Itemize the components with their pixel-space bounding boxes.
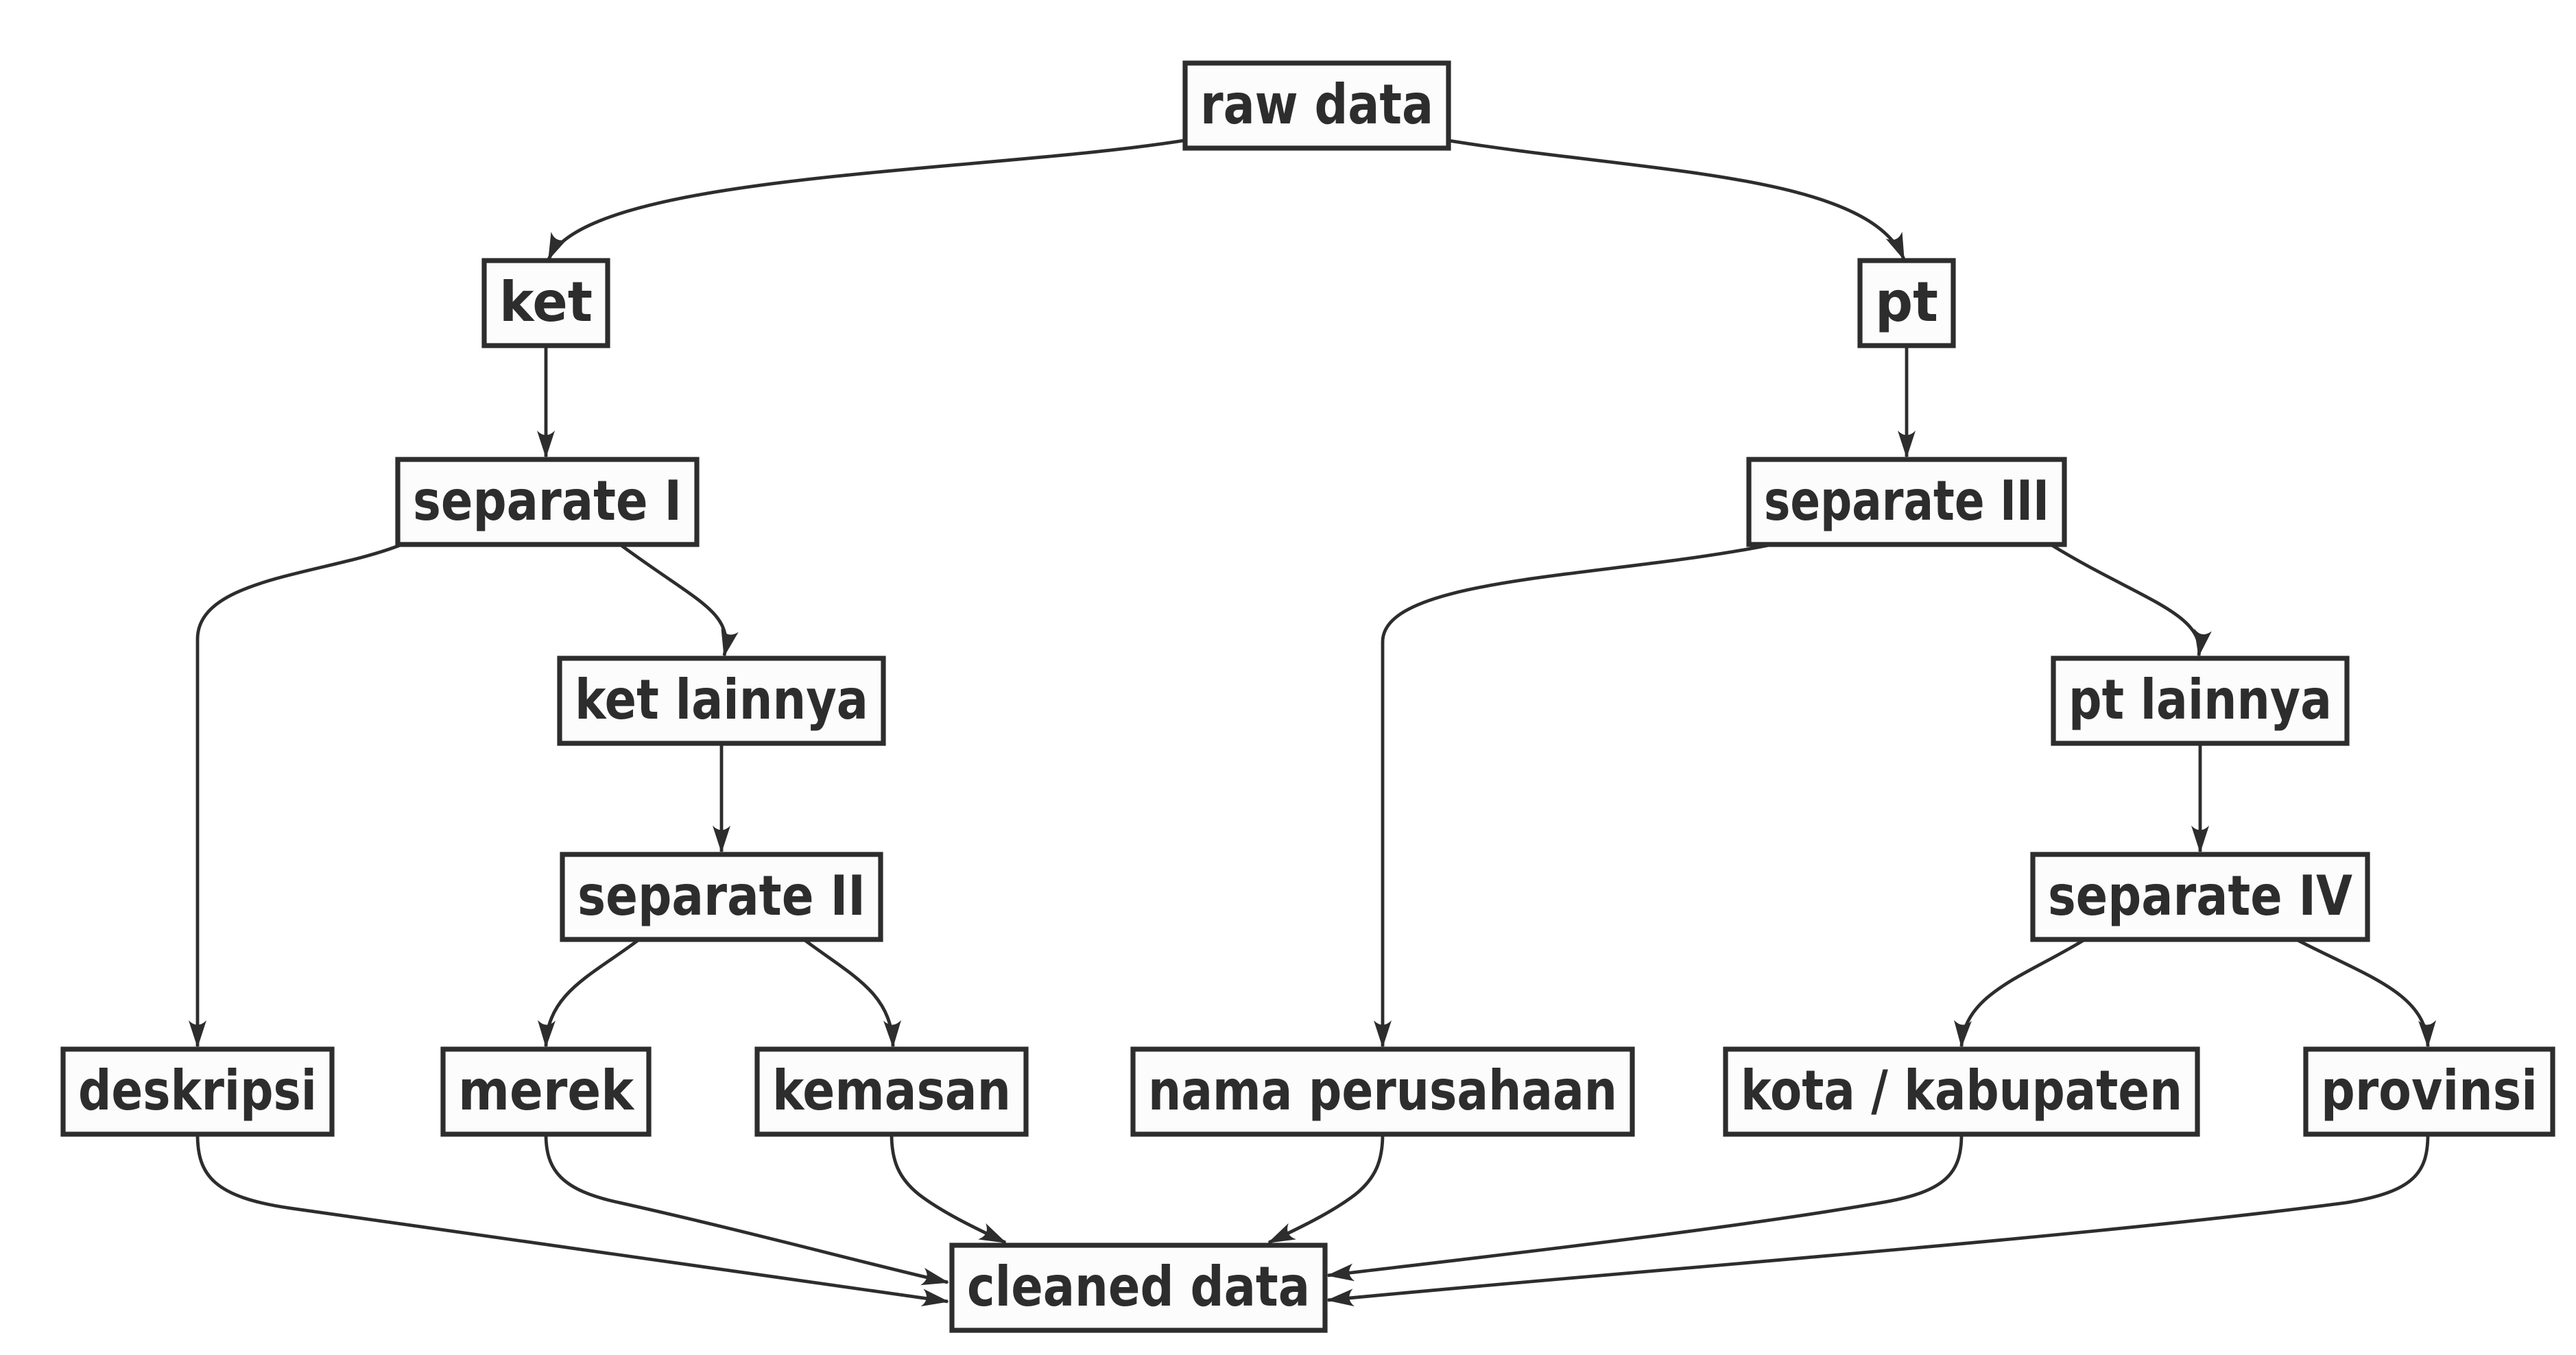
merek-box [440, 1046, 652, 1137]
deskripsi-label: deskripsi [78, 1059, 317, 1123]
edge-raw-data-to-ket [547, 138, 1189, 261]
edge-separate-iii-to-pt-lainnya [2049, 542, 2212, 657]
deskripsi-box [60, 1046, 335, 1137]
separate-iv-box [2030, 852, 2370, 942]
ket-lainnya-box [557, 656, 886, 746]
pt-lainnya-label: pt lainnya [2068, 668, 2332, 732]
edge-deskripsi-to-cleaned-data [195, 1134, 949, 1307]
edge-separate-iii-to-nama-perusahaan [1374, 542, 1773, 1048]
node-separate-iv: separate IV [2030, 852, 2370, 942]
edge-nama-perusahaan-to-cleaned-data [1267, 1134, 1385, 1245]
node-ket: ket [481, 258, 610, 348]
ket-box [481, 258, 610, 348]
edge-separate-iv-to-provinsi [2295, 937, 2436, 1048]
separate-i-box [395, 457, 700, 547]
node-nama-perusahaan: nama perusahaan [1130, 1046, 1635, 1137]
node-pt: pt [1857, 258, 1956, 348]
edge-separate-i-to-deskripsi [189, 542, 403, 1048]
nama-perusahaan-label: nama perusahaan [1148, 1059, 1617, 1123]
separate-i-label: separate I [413, 469, 682, 533]
pt-box [1857, 258, 1956, 348]
kemasan-box [754, 1046, 1029, 1137]
kota-kabupaten-box [1723, 1046, 2200, 1137]
kota-kabupaten-label: kota / kabupaten [1741, 1059, 2182, 1123]
node-kemasan: kemasan [754, 1046, 1029, 1137]
merek-label: merek [458, 1059, 635, 1123]
node-deskripsi: deskripsi [60, 1046, 335, 1137]
edge-merek-to-cleaned-data [544, 1134, 949, 1286]
ket-label: ket [499, 270, 593, 334]
node-merek: merek [440, 1046, 652, 1137]
edge-provinsi-to-cleaned-data [1326, 1134, 2430, 1307]
nodes-layer: raw data ket pt separate I separate III … [60, 60, 2555, 1333]
node-provinsi: provinsi [2303, 1046, 2555, 1137]
edge-separate-iv-to-kota-kabupaten [1954, 937, 2086, 1048]
separate-iii-box [1746, 457, 2067, 547]
node-ket-lainnya: ket lainnya [557, 656, 886, 746]
separate-ii-box [560, 852, 883, 942]
edge-kemasan-to-cleaned-data [890, 1134, 1007, 1245]
pt-lainnya-box [2051, 656, 2350, 746]
edge-separate-ii-to-merek [538, 938, 641, 1048]
ket-lainnya-label: ket lainnya [575, 668, 868, 732]
node-pt-lainnya: pt lainnya [2051, 656, 2350, 746]
provinsi-box [2303, 1046, 2555, 1137]
node-raw-data: raw data [1182, 60, 1451, 151]
node-cleaned-data: cleaned data [949, 1243, 1328, 1333]
node-separate-i: separate I [395, 457, 700, 547]
kemasan-label: kemasan [772, 1059, 1011, 1123]
raw-data-label: raw data [1200, 73, 1433, 136]
edge-kota-kabupaten-to-cleaned-data [1326, 1134, 1964, 1282]
separate-ii-label: separate II [577, 864, 866, 928]
cleaned-data-box [949, 1243, 1328, 1333]
pt-label: pt [1875, 270, 1938, 334]
separate-iii-label: separate III [1764, 469, 2049, 533]
node-separate-ii: separate II [560, 852, 883, 942]
node-separate-iii: separate III [1746, 457, 2067, 547]
separate-iv-label: separate IV [2048, 864, 2352, 928]
cleaned-data-label: cleaned data [967, 1255, 1310, 1319]
edges-layer [189, 138, 2436, 1307]
edge-raw-data-to-pt [1444, 138, 1906, 261]
provinsi-label: provinsi [2321, 1059, 2538, 1123]
edge-separate-i-to-ket-lainnya [619, 543, 739, 657]
raw-data-box [1182, 60, 1451, 151]
node-kota-kabupaten: kota / kabupaten [1723, 1046, 2200, 1137]
nama-perusahaan-box [1130, 1046, 1635, 1137]
edge-separate-ii-to-kemasan [802, 938, 901, 1048]
